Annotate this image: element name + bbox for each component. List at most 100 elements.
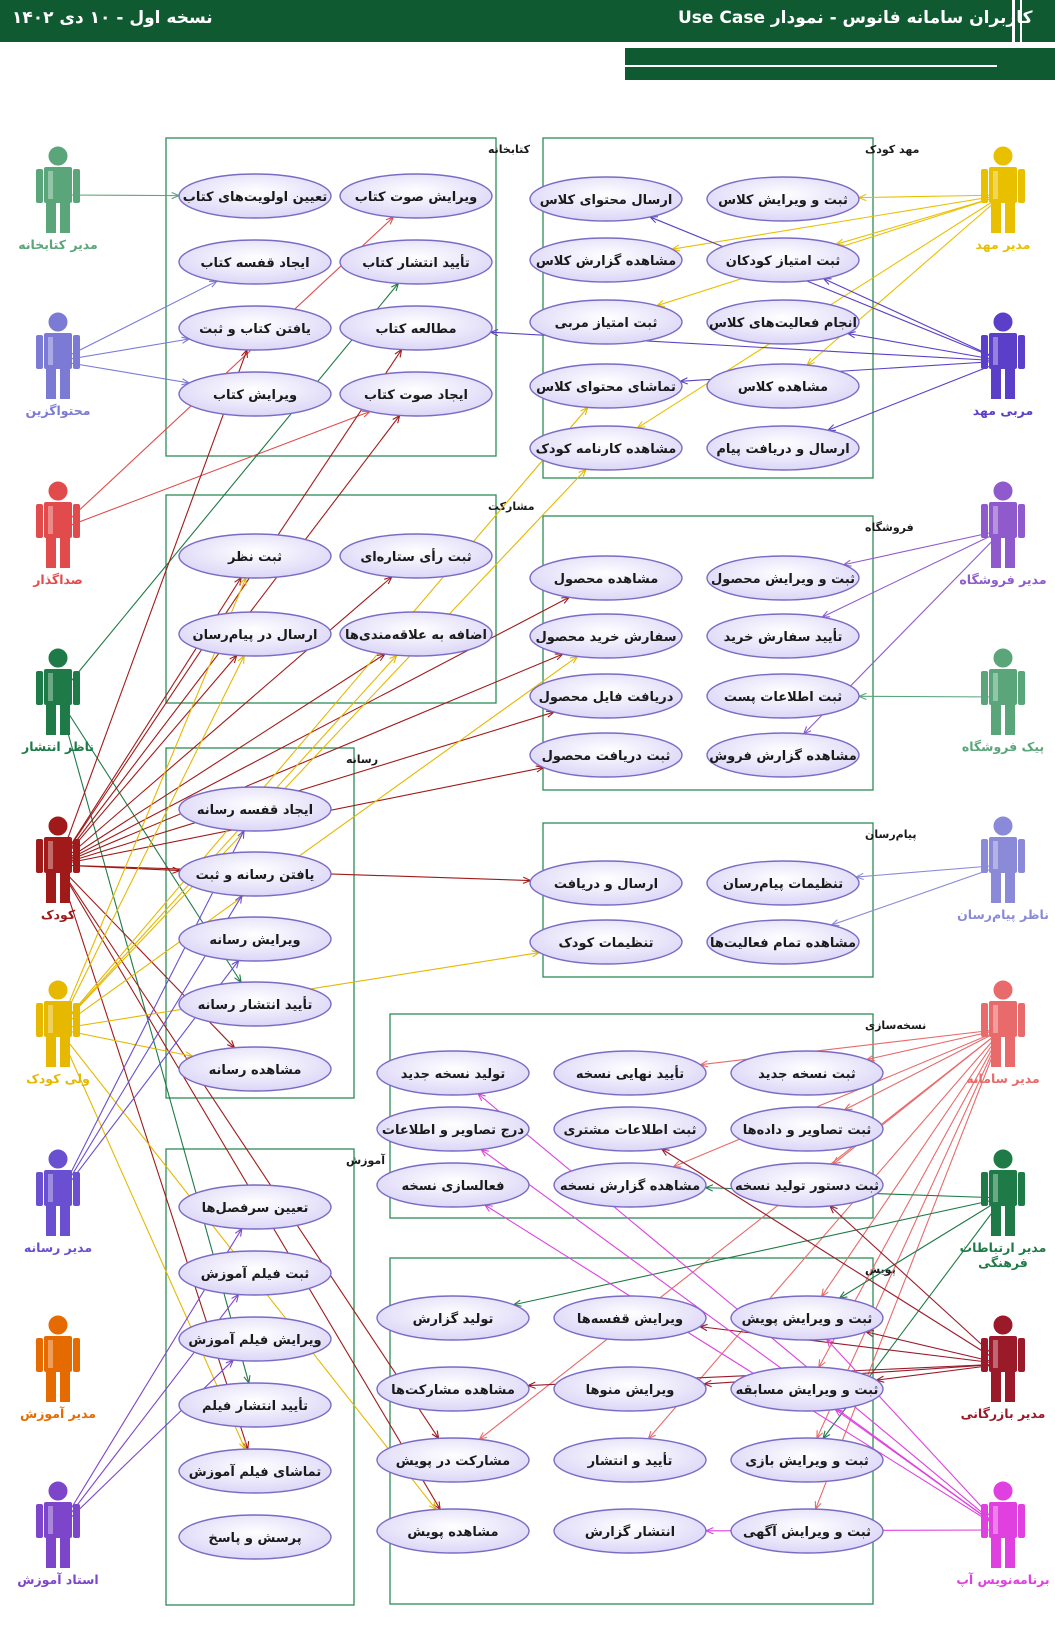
usecase-cp_publish_report[interactable]: انتشار گزارش [553,1508,707,1554]
actor-app_dev[interactable]: برنامه‌نویس آپ [956,1480,1050,1587]
usecase-cp_game[interactable]: ثبت و ویرایش بازی [730,1437,884,1483]
usecase-label: مشاهده تمام فعالیت‌ها [710,936,856,951]
usecase-ms_settings[interactable]: تنظیمات پیام‌رسان [706,860,860,906]
usecase-vs_generate[interactable]: تولید نسخه جدید [376,1050,530,1096]
usecase-label: مشاهده محصول [554,572,659,587]
usecase-lib_pub_approve[interactable]: تأیید انتشار کتاب [339,239,493,285]
usecase-ms_all_activities[interactable]: مشاهده تمام فعالیت‌ها [706,919,860,965]
usecase-sh_post[interactable]: ثبت اطلاعات پست [706,673,860,719]
usecase-vs_activate[interactable]: فعالسازی نسخه [376,1162,530,1208]
usecase-ms_child_settings[interactable]: تنظیمات کودک [529,919,683,965]
usecase-vs_order[interactable]: ثبت دستور تولید نسخه [730,1162,884,1208]
usecase-sh_product_view[interactable]: مشاهده محصول [529,555,683,601]
usecase-cp_menus[interactable]: ویرایش منوها [553,1366,707,1412]
usecase-cp_approve[interactable]: تأیید و انتشار [553,1437,707,1483]
usecase-vs_customer[interactable]: ثبت اطلاعات مشتری [553,1106,707,1152]
usecase-sh_order_approve[interactable]: تأیید سفارش خرید [706,613,860,659]
usecase-label: ایجاد قفسه رسانه [197,803,313,818]
usecase-sh_product_edit[interactable]: ثبت و ویرایش محصول [706,555,860,601]
usecase-ed_film_approve[interactable]: تأیید انتشار فیلم [178,1382,332,1428]
usecase-sh_order[interactable]: سفارش خرید محصول [529,613,683,659]
actor-kg_manager[interactable]: مدیر مهد [976,145,1031,252]
actor-arm-icon [36,169,43,203]
usecase-pa_favorite[interactable]: اضافه به علاقه‌مندی‌ها [339,611,493,657]
usecase-cp_report[interactable]: تولید گزارش [376,1295,530,1341]
usecase-kg_watch_content[interactable]: تماشای محتوای کلاس [529,363,683,409]
usecase-ed_qa[interactable]: پرسش و پاسخ [178,1514,332,1560]
usecase-pa_comment[interactable]: ثبت نظر [178,533,332,579]
usecase-sh_receive[interactable]: ثبت دریافت محصول [529,732,683,778]
actor-arm-icon [36,335,43,369]
usecase-cp_edit[interactable]: ثبت و ویرایش پویش [730,1295,884,1341]
usecase-kg_transcript[interactable]: مشاهده کارنامه کودک [529,425,683,471]
actor-body-icon [989,167,1017,203]
usecase-pa_rate[interactable]: ثبت رأی ستاره‌ای [339,533,493,579]
actor-edu_manager[interactable]: مدیر آموزش [20,1314,96,1421]
usecase-lib_shelf[interactable]: ایجاد قفسه کتاب [178,239,332,285]
actor-pub_supervisor[interactable]: ناظر انتشار [21,647,94,754]
usecase-vs_images[interactable]: ثبت تصاویر و داده‌ها [730,1106,884,1152]
actor-shop_manager[interactable]: مدیر فروشگاه [959,480,1047,587]
usecase-kg_class_edit[interactable]: ثبت و ویرایش کلاس [706,176,860,222]
actor-sys_manager[interactable]: مدیر سامانه [966,979,1040,1086]
usecase-kg_child_score[interactable]: ثبت امتیاز کودکان [706,237,860,283]
usecase-md_shelf[interactable]: ایجاد قفسه رسانه [178,786,332,832]
usecase-kg_send_content[interactable]: ارسال محتوای کلاس [529,176,683,222]
usecase-kg_activities[interactable]: انجام فعالیت‌های کلاس [706,299,860,345]
actor-head-icon [47,311,69,333]
usecase-cp_ad[interactable]: ثبت و ویرایش آگهی [730,1508,884,1554]
usecase-pa_send_msg[interactable]: ارسال در پیام‌رسان [178,611,332,657]
usecase-cp_participations[interactable]: مشاهده مشارکت‌ها [376,1366,530,1412]
usecase-lib_voice_edit[interactable]: ویرایش صوت کتاب [339,173,493,219]
usecase-lib_edit[interactable]: ویرایش کتاب [178,371,332,417]
actor-lib_manager[interactable]: مدیر کتابخانه [18,145,98,252]
actor-dubber[interactable]: صداگذار [32,480,83,587]
actor-leg-icon [991,538,1001,568]
usecase-kg_teacher_score[interactable]: ثبت امتیاز مربی [529,299,683,345]
actor-arm-icon [981,1172,988,1206]
usecase-ed_film[interactable]: ثبت فیلم آموزش [178,1250,332,1296]
actor-msg_supervisor[interactable]: ناظر پیام‌رسان [957,815,1049,923]
usecase-vs_report[interactable]: مشاهده گزارش نسخه [553,1162,707,1208]
usecase-lib_find[interactable]: یافتن کتاب و ثبت [178,305,332,351]
usecase-cp_stories[interactable]: ویرایش قفسه‌ها [553,1295,707,1341]
package-label: نسخه‌سازی [865,1019,926,1032]
usecase-ed_film_edit[interactable]: ویرایش فیلم آموزش [178,1316,332,1362]
usecase-md_find[interactable]: یافتن رسانه و ثبت [178,851,332,897]
usecase-vs_final[interactable]: تأیید نهایی نسخه [553,1050,707,1096]
usecase-lib_voice_create[interactable]: ایجاد صوت کتاب [339,371,493,417]
actor-shop_courier[interactable]: پیک فروشگاه [962,647,1044,754]
usecase-md_approve[interactable]: تأیید انتشار رسانه [178,981,332,1027]
usecase-cp_view[interactable]: مشاهده پویش [376,1508,530,1554]
actor-child[interactable]: کودک [36,815,80,922]
usecase-lib_read[interactable]: مطالعه کتاب [339,305,493,351]
usecase-vs_insert_images[interactable]: درج تصاویر و اطلاعات [376,1106,530,1152]
usecase-ms_send[interactable]: ارسال و دریافت [529,860,683,906]
actor-curator[interactable]: محتواگزین [26,311,91,418]
usecase-kg_report[interactable]: مشاهده گزارش کلاس [529,237,683,283]
actor-edu_teacher[interactable]: استاد آموزش [17,1480,99,1587]
usecase-lib_priority[interactable]: تعیین اولویت‌های کتاب [178,173,332,219]
actor-media_manager[interactable]: مدیر رسانه [24,1148,92,1255]
usecase-sh_sales_report[interactable]: مشاهده گزارش فروش [706,732,860,778]
usecase-vs_new[interactable]: ثبت نسخه جدید [730,1050,884,1096]
usecase-ed_schedule[interactable]: تعیین سرفصل‌ها [178,1184,332,1230]
actor-arm-icon [981,169,988,203]
usecase-kg_message[interactable]: ارسال و دریافت پیام [706,425,860,471]
usecase-cp_contest[interactable]: ثبت و ویرایش مسابقه [730,1366,884,1412]
usecase-sh_file[interactable]: دریافت فایل محصول [529,673,683,719]
actor-kg_teacher[interactable]: مربی مهد [973,311,1033,418]
package-label: رسانه [346,753,378,766]
usecase-md_edit[interactable]: ویرایش رسانه [178,916,332,962]
usecase-kg_view_class[interactable]: مشاهده کلاس [706,363,860,409]
actor-arm-icon [981,839,988,873]
usecase-ed_watch[interactable]: تماشای فیلم آموزش [178,1448,332,1494]
actor-label: استاد آموزش [17,1572,98,1587]
usecase-label: تأیید انتشار رسانه [198,996,313,1013]
usecase-cp_join[interactable]: مشارکت در پویش [376,1437,530,1483]
actor-parent[interactable]: ولی کودک [26,979,90,1086]
actor-biz_manager[interactable]: مدیر بازرگانی [961,1314,1046,1421]
usecase-label: تعیین سرفصل‌ها [202,1201,309,1216]
usecase-md_view[interactable]: مشاهده رسانه [178,1046,332,1092]
